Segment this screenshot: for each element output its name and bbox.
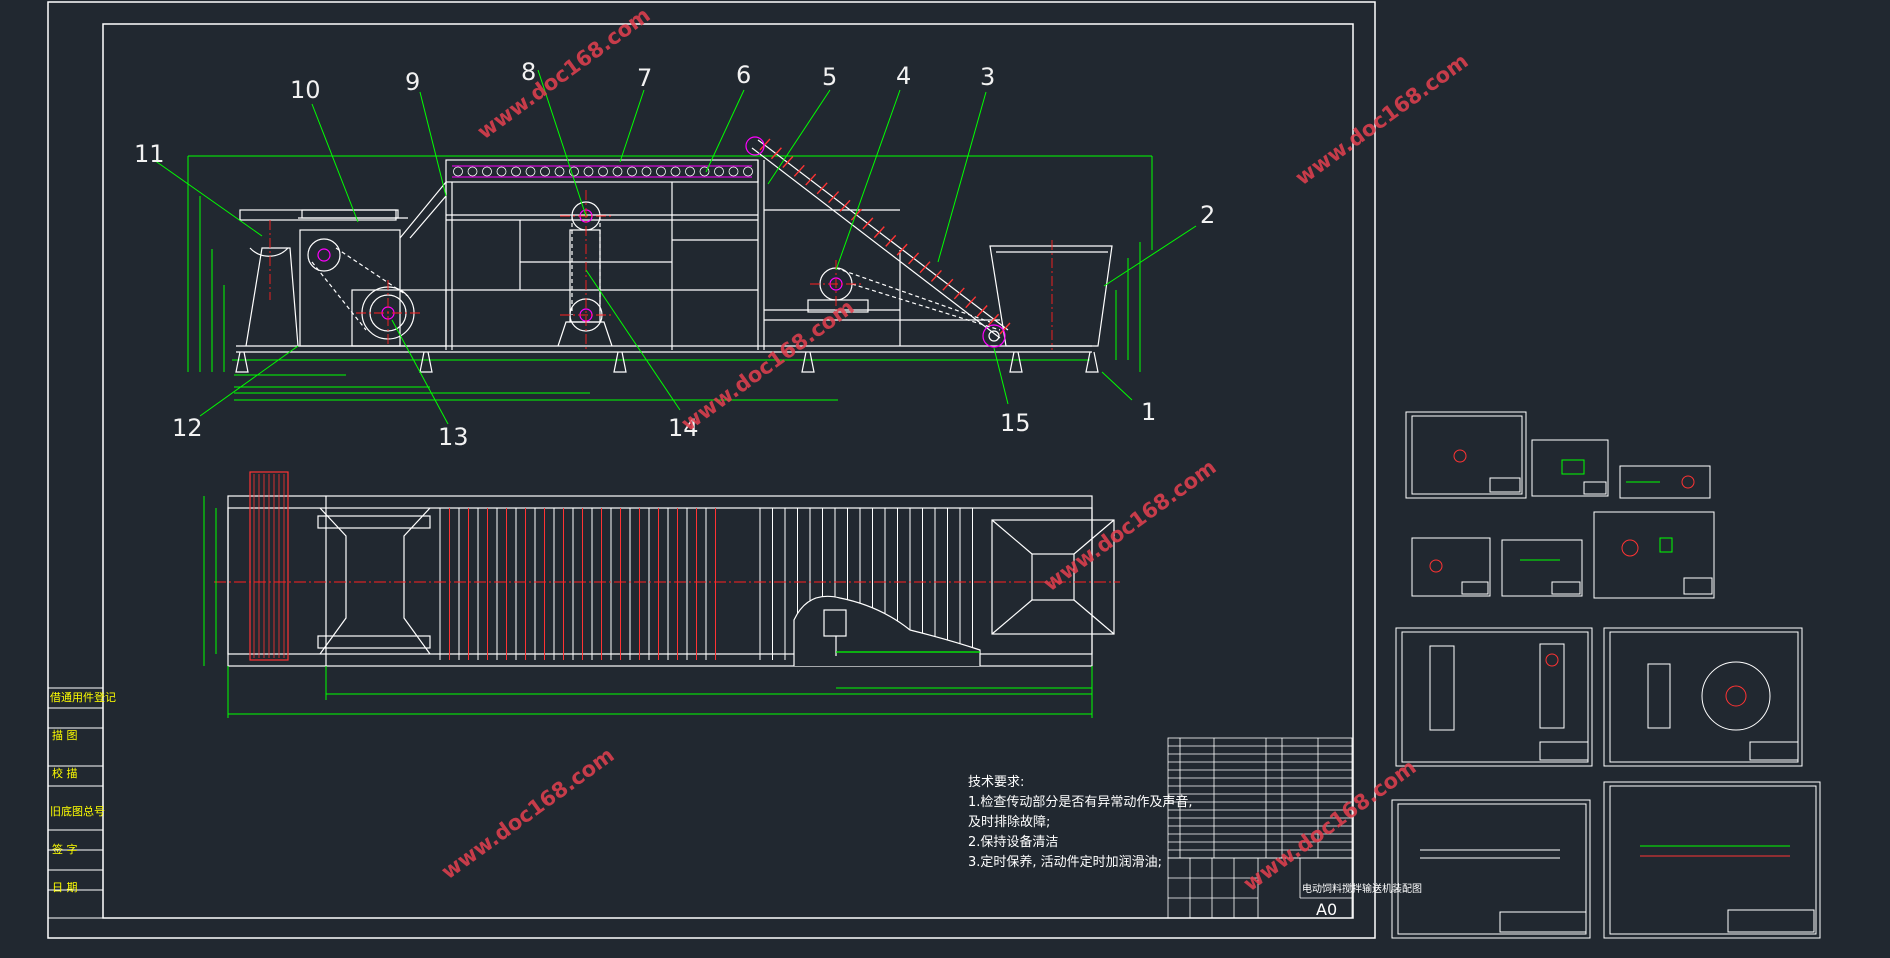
conveyor-roller — [482, 166, 492, 177]
conveyor-paddle — [896, 243, 908, 256]
part-label-2: 2 — [1200, 201, 1215, 229]
side-label-2: 描 图 — [52, 728, 78, 742]
part-label-7: 7 — [637, 64, 652, 92]
part-label-14: 14 — [668, 414, 699, 442]
notes-line-3: 2.保持设备清洁 — [968, 834, 1058, 850]
conveyor-paddle — [793, 164, 805, 177]
conveyor-paddle — [828, 191, 840, 204]
conveyor-roller — [656, 166, 666, 177]
conveyor-paddle — [782, 156, 794, 168]
conveyor-roller — [554, 166, 565, 177]
side-label-3: 校 描 — [52, 766, 78, 780]
thumbnail-sheet-1 — [1405, 411, 1527, 499]
front-elevation-view — [187, 136, 1153, 401]
conveyor-roller — [540, 166, 550, 177]
conveyor-roller — [743, 166, 753, 177]
conveyor-roller — [583, 166, 594, 177]
part-label-9: 9 — [405, 68, 420, 96]
watermark-5: www.doc168.com — [437, 743, 619, 884]
conveyor-roller — [699, 166, 710, 177]
conveyor-roller — [453, 166, 463, 177]
conveyor-roller — [714, 166, 724, 177]
sheet-size: A0 — [1316, 900, 1337, 919]
thumbnail-sheet-2 — [1531, 439, 1609, 497]
thumbnail-sheet-4 — [1411, 537, 1491, 597]
conveyor-paddle — [873, 226, 885, 239]
thumbnail-sheet-3 — [1619, 465, 1711, 499]
part-label-10: 10 — [290, 76, 321, 104]
thumbnail-sheet-7 — [1395, 627, 1593, 767]
conveyor-paddle — [965, 296, 977, 309]
part-label-5: 5 — [822, 63, 837, 91]
conveyor-roller — [511, 166, 521, 177]
thumbnail-sheet-9 — [1391, 799, 1591, 939]
conveyor-roller — [612, 166, 623, 177]
side-label-6: 日 期 — [52, 881, 78, 894]
side-label-5: 签 字 — [52, 842, 78, 856]
conveyor-roller — [496, 166, 507, 177]
parts-list-table — [1167, 737, 1353, 859]
watermark-3: www.doc168.com — [677, 295, 859, 436]
conveyor-roller — [641, 166, 652, 177]
inner-frame — [102, 23, 1354, 919]
conveyor-roller — [569, 166, 579, 177]
conveyor-paddle — [953, 287, 965, 300]
outer-frame — [47, 1, 1376, 939]
conveyor-paddle — [816, 182, 828, 195]
notes-line-1: 1.检查传动部分是否有异常动作及声音, — [968, 794, 1193, 810]
notes-line-2: 及时排除故障; — [968, 815, 1050, 830]
conveyor-paddle — [862, 217, 874, 230]
part-label-3: 3 — [980, 63, 995, 91]
conveyor-paddle — [919, 261, 931, 274]
conveyor-paddle — [930, 269, 942, 282]
conveyor-paddle — [839, 199, 851, 212]
conveyor-roller — [685, 166, 695, 177]
part-label-4: 4 — [896, 62, 911, 90]
conveyor-paddle — [988, 313, 1000, 326]
conveyor-paddle — [908, 252, 920, 265]
thumbnail-sheet-10 — [1603, 781, 1821, 939]
notes-heading: 技术要求: — [968, 775, 1024, 790]
part-label-13: 13 — [438, 423, 469, 451]
thumbnail-sheet-6 — [1593, 511, 1715, 599]
conveyor-roller — [670, 166, 681, 177]
thumbnail-sheets — [1391, 411, 1821, 939]
part-number-labels: 1 2 3 4 5 6 7 8 9 10 11 12 13 14 15 — [134, 58, 1215, 451]
title-block: 电动饲料搅拌输送机装配图 A0 — [1167, 857, 1422, 919]
conveyor-paddle — [976, 305, 988, 317]
side-label-1: 借通用件登记 — [50, 690, 116, 704]
side-revision-block: 借通用件登记 描 图 校 描 旧底图总号 签 字 日 期 — [47, 687, 116, 919]
side-label-4: 旧底图总号 — [50, 804, 105, 818]
conveyor-paddle — [770, 147, 782, 160]
part-label-11: 11 — [134, 140, 165, 168]
notes-line-4: 3.定时保养, 活动件定时加润滑油; — [968, 854, 1162, 870]
watermark-4: www.doc168.com — [1039, 455, 1221, 596]
drawing-title: 电动饲料搅拌输送机装配图 — [1302, 882, 1422, 895]
conveyor-roller — [627, 166, 637, 177]
part-label-15: 15 — [1000, 409, 1031, 437]
part-label-8: 8 — [521, 58, 536, 86]
conveyor-paddle — [759, 138, 771, 151]
conveyor-paddle — [850, 208, 862, 221]
thumbnail-sheet-5 — [1501, 539, 1583, 597]
thumbnail-sheet-8 — [1603, 627, 1803, 767]
technical-notes: 技术要求: 1.检查传动部分是否有异常动作及声音, 及时排除故障; 2.保持设备… — [968, 775, 1193, 870]
conveyor-roller — [525, 166, 536, 177]
conveyor-roller — [728, 166, 739, 177]
conveyor-paddle — [805, 173, 817, 186]
part-label-12: 12 — [172, 414, 203, 442]
conveyor-paddle — [999, 322, 1011, 335]
plan-view — [203, 471, 1120, 718]
conveyor-roller — [467, 166, 478, 177]
conveyor-paddle — [942, 278, 954, 291]
conveyor-paddle — [885, 234, 897, 247]
watermark-2: www.doc168.com — [1291, 49, 1473, 190]
part-label-1: 1 — [1141, 398, 1156, 426]
part-leaders — [153, 69, 1197, 425]
conveyor-roller — [598, 166, 608, 177]
part-label-6: 6 — [736, 61, 751, 89]
